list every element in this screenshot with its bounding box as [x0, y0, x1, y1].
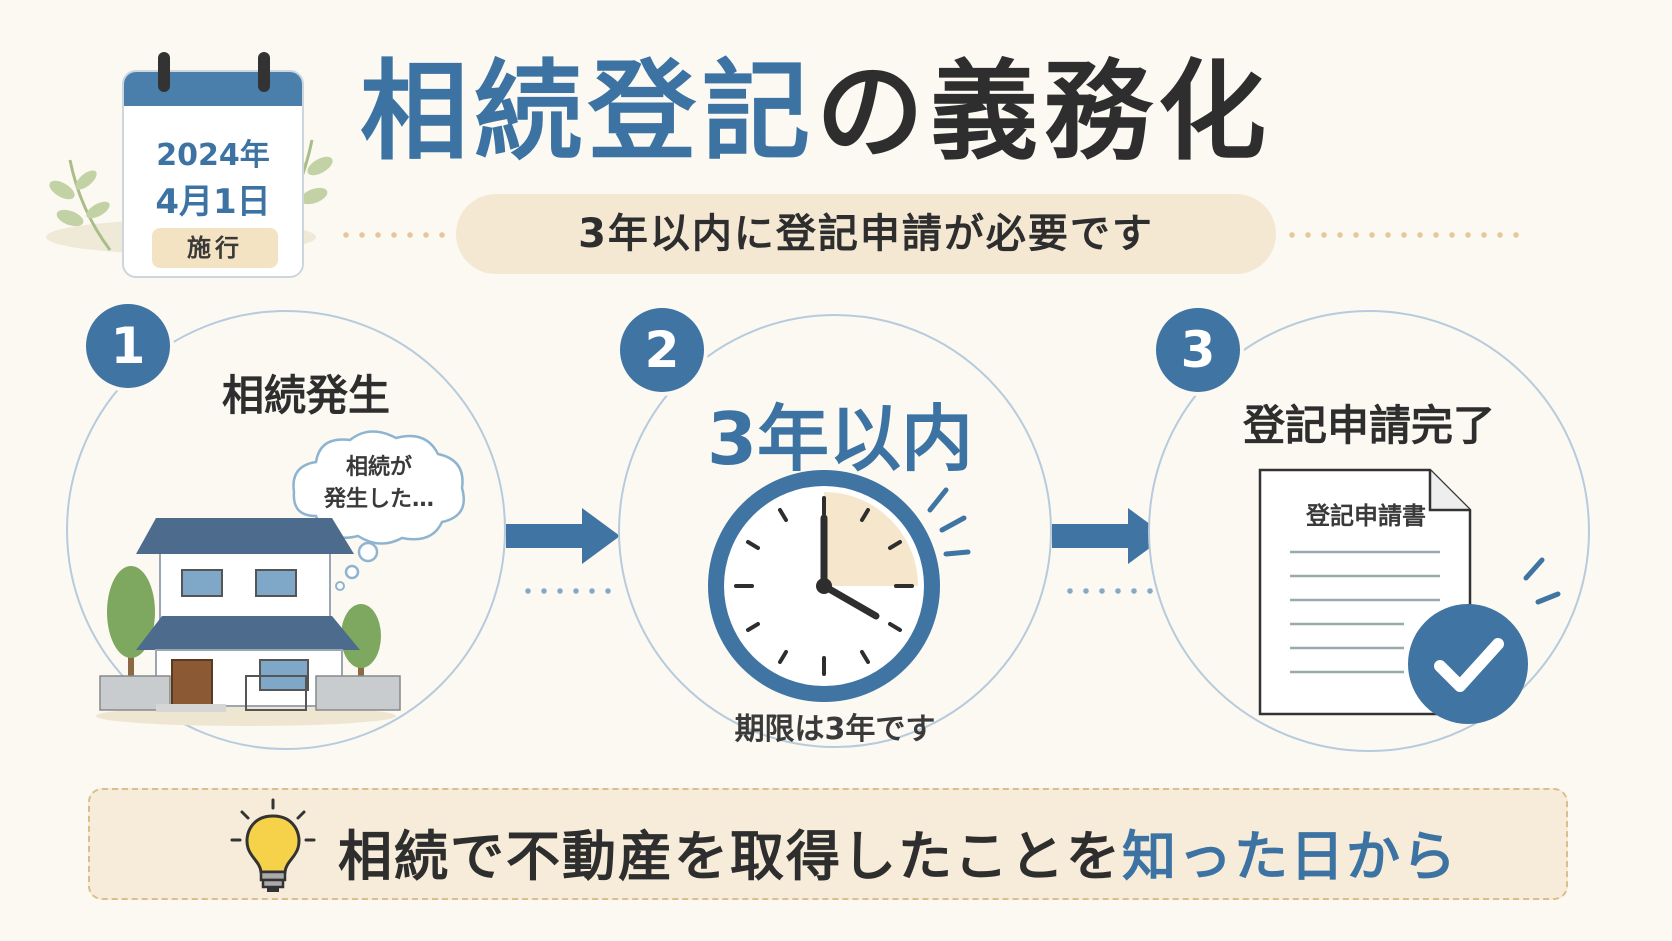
step-3-number: 3: [1152, 304, 1244, 396]
arrow-right-icon: [506, 508, 620, 564]
calendar-ring: [258, 52, 270, 92]
house-icon: [96, 518, 401, 726]
title-highlight: 相続登記: [360, 50, 817, 175]
dotted-connector: [520, 588, 612, 594]
calendar-ring: [158, 52, 170, 92]
arrow-right-icon: [1052, 508, 1166, 564]
note-text: 相続で不動産を取得したことを知った日から: [338, 812, 1458, 891]
clock-icon: [708, 470, 971, 702]
note-box: 相続で不動産を取得したことを知った日から: [88, 788, 1568, 900]
step-2-number: 2: [616, 304, 708, 396]
note-highlight: 知った日から: [1122, 825, 1458, 888]
calendar-page: 2024年 4月1日 施行: [122, 70, 304, 278]
bubble-line: 相続が: [345, 455, 412, 480]
page-title: 相続登記の義務化: [360, 38, 1520, 188]
step-1-label: 相続発生: [221, 371, 390, 420]
step-3-label: 登記申請完了: [1242, 401, 1495, 450]
lightbulb-icon: [230, 798, 316, 892]
calendar-icon: 2024年 4月1日 施行: [40, 30, 333, 278]
title-rest: の義務化: [816, 50, 1273, 175]
check-icon: [1408, 604, 1528, 724]
thought-bubble-icon: [292, 430, 465, 591]
note-main: 相続で不動産を取得したことを: [338, 825, 1122, 888]
enforcement-badge: 施行: [152, 228, 278, 268]
step-1-number: 1: [82, 300, 174, 392]
dotted-divider: [1284, 232, 1524, 238]
document-title: 登記申請書: [1306, 502, 1426, 530]
step-2-caption: 期限は3年です: [734, 712, 936, 747]
calendar-header: [124, 72, 302, 106]
bubble-line: 発生した…: [323, 487, 434, 512]
calendar-date: 4月1日: [155, 182, 271, 222]
dotted-divider: [338, 232, 450, 238]
subtitle-pill: 3年以内に登記申請が必要です: [456, 194, 1276, 274]
leaf-left-icon: [49, 159, 112, 251]
calendar-year: 2024年: [156, 138, 270, 173]
thought-bubble-text: 相続が 発生した…: [306, 452, 452, 516]
step-2-label: 3年以内: [706, 397, 974, 481]
dotted-connector: [1062, 588, 1154, 594]
